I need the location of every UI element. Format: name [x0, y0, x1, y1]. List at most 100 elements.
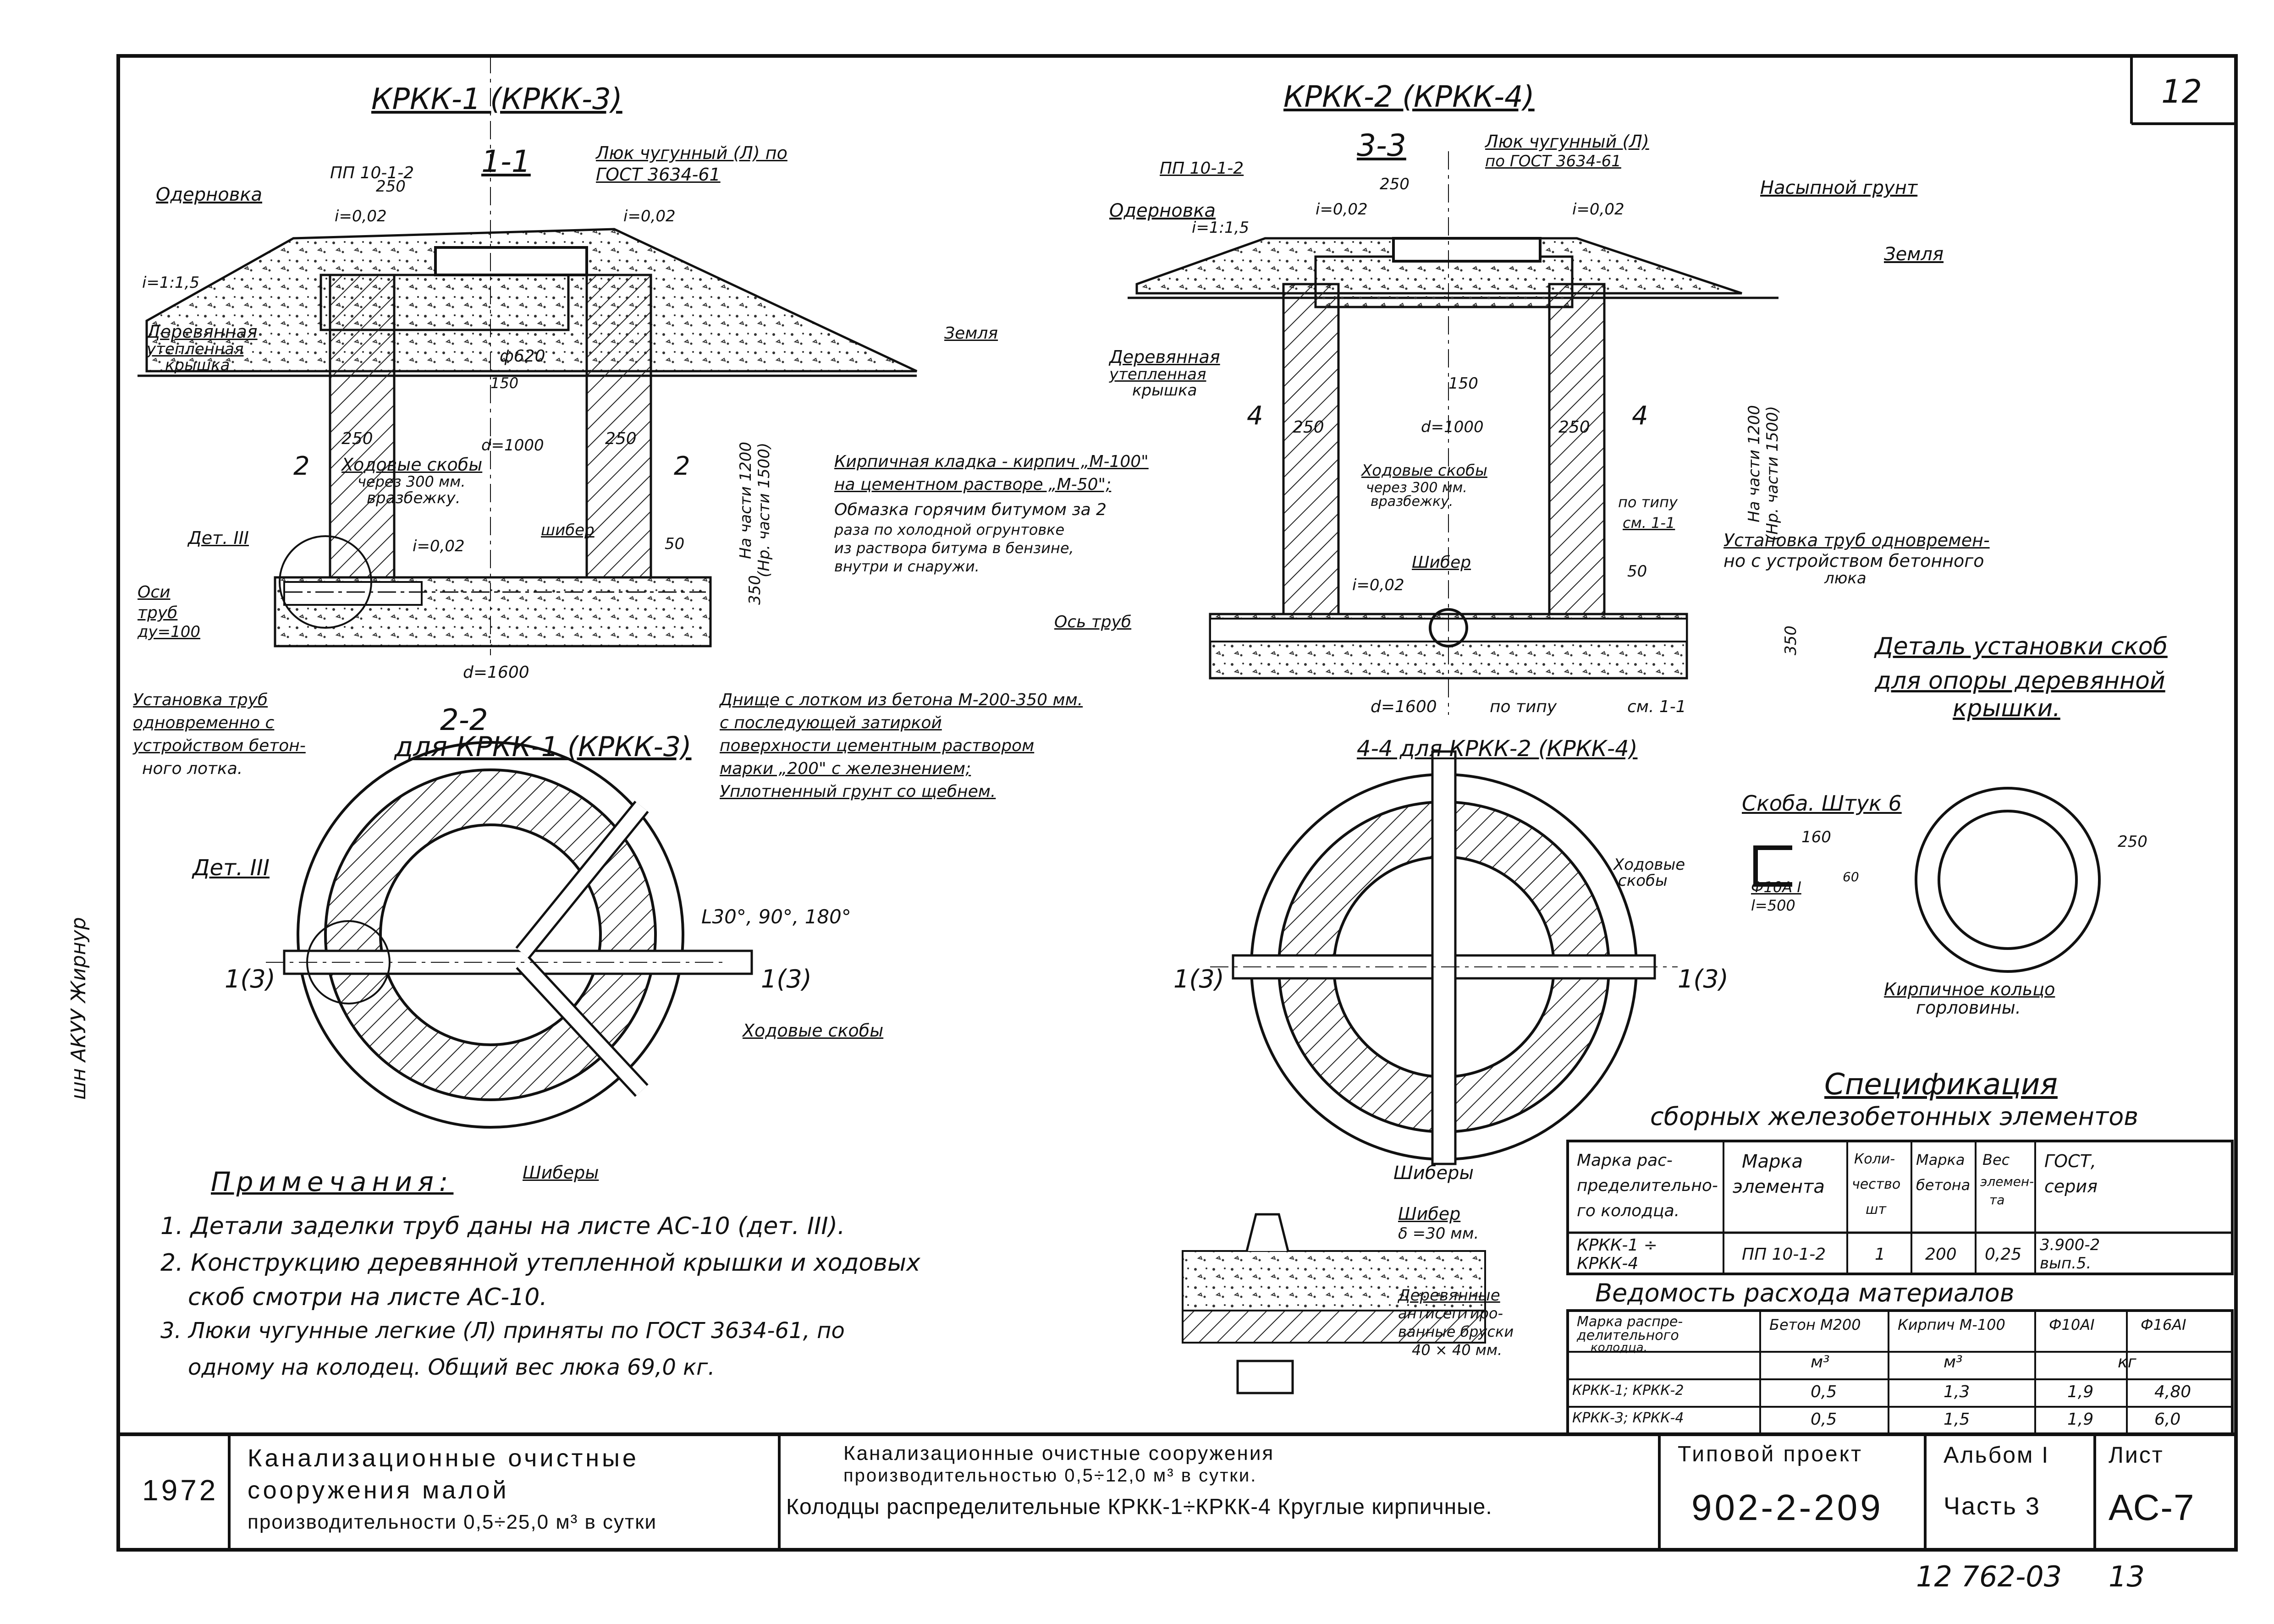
brus-3: ванные бруски: [1398, 1323, 1514, 1340]
dim-350-right: 350: [1782, 625, 1800, 655]
detail-title-2: для опоры деревянной: [1875, 667, 2165, 695]
tb-sheet-3: Колодцы распределительные КРКК-1÷КРКК-4 …: [786, 1495, 1492, 1519]
tb-list-label: Лист: [2109, 1442, 2164, 1468]
tb-project-2: сооружения малой: [248, 1476, 509, 1504]
dn-2: с последующей затиркой: [720, 713, 942, 732]
spec-h0-0: Марка рас-: [1577, 1151, 1673, 1170]
ring-1: Кирпичное кольцо: [1884, 979, 2055, 999]
dim-250-right-wall: 250: [605, 429, 637, 448]
dim-50-left: 50: [665, 535, 685, 553]
spec-r3: 1: [1875, 1245, 1885, 1264]
luk-left-1: Люк чугунный (Л) по: [596, 143, 787, 163]
po-tipu-2: по типу: [1490, 697, 1557, 716]
tb-album-part: Часть 3: [1944, 1492, 2041, 1520]
spec-h2-2: шт: [1866, 1202, 1886, 1218]
kryshka-2: утепленная: [147, 340, 244, 358]
det3-left: Дет. III: [188, 528, 249, 548]
sec-4-right: 4: [1632, 401, 1648, 431]
mat-r1-1: 0,5: [1811, 1410, 1837, 1429]
angle-label: L30°, 90°, 180°: [701, 905, 851, 928]
sec-2-left: 2: [293, 451, 310, 481]
ring-detail: [1753, 787, 2101, 973]
sm11-2: см. 1-1: [1627, 697, 1686, 716]
luk-right-1: Люк чугунный (Л): [1485, 132, 1649, 152]
spec-h0-1: пределительно-: [1577, 1176, 1718, 1195]
kryshka-r3: крышка: [1132, 381, 1197, 400]
dim-250-right: 250: [1380, 175, 1410, 193]
d620: ф620: [500, 347, 545, 366]
mat-r0-0: КРКК-1; КРКК-2: [1572, 1383, 1684, 1399]
shiber-det-2: δ =30 мм.: [1398, 1224, 1479, 1243]
tb-project-3: производительности 0,5÷25,0 м³ в сутки: [248, 1511, 657, 1533]
dim-1200-right: На части 1200: [1745, 405, 1763, 522]
mat-r0-2: 1,3: [1944, 1383, 1970, 1401]
left-view-title: КРКК-1 (КРКК-3): [371, 82, 622, 116]
sec-1-3-r-left: 1(3): [1173, 965, 1224, 993]
detail-title-3: крышки.: [1953, 695, 2060, 722]
khod-r3: вразбежку.: [1371, 494, 1454, 510]
kirp-1: Кирпичная кладка - кирпич „М-100": [834, 452, 1149, 471]
spec-r2: ПП 10-1-2: [1742, 1245, 1826, 1264]
note-5: одному на колодец. Общий вес люка 69,0 к…: [188, 1355, 715, 1380]
khodovye-plan: Ходовые скобы: [743, 1020, 884, 1041]
spec-r1: КРКК-4: [1577, 1254, 1639, 1273]
detail-title-1: Деталь установки скоб: [1875, 633, 2168, 660]
shibery-left: Шиберы: [523, 1163, 599, 1183]
ring-2: горловины.: [1916, 998, 2021, 1018]
spec-r5: 0,25: [1985, 1245, 2022, 1264]
spec-h5-1: серия: [2044, 1176, 2098, 1196]
section-3-3: [1128, 151, 1778, 715]
skoba-l: l=500: [1751, 897, 1795, 914]
khodovye-plan-r1: Ходовые: [1613, 856, 1685, 874]
section-4-4-title: 4-4 для КРКК-2 (КРКК-4): [1357, 736, 1638, 762]
materials-title: Ведомость расхода материалов: [1595, 1278, 2015, 1307]
dim-1200-left: На части 1200: [737, 441, 755, 559]
osi-2: труб: [138, 604, 178, 622]
mat-r0-3: 1,9: [2067, 1383, 2094, 1401]
nasypnoy: Насыпной грунт: [1760, 177, 1918, 198]
slope-002-left-b: i=0,02: [623, 207, 676, 225]
slope-right: i=1:1,5: [1192, 219, 1250, 237]
ust-3: устройством бетон-: [133, 736, 306, 755]
section-1-1: [138, 55, 918, 655]
slope-002-bottom: i=0,02: [413, 537, 465, 555]
shiber-left: шибер: [541, 521, 595, 539]
kirp-2: на цементном растворе „М-50";: [834, 475, 1112, 494]
kryshka-3: крышка: [165, 356, 230, 374]
spec-h4-1: элемен-: [1980, 1174, 2034, 1189]
khod-3: вразбежку.: [367, 489, 461, 507]
mat-r1-2: 1,5: [1944, 1410, 1970, 1429]
mat-r0-4: 4,80: [2154, 1383, 2191, 1401]
os-trub: Ось труб: [1054, 613, 1132, 631]
pp-right: ПП 10-1-2: [1160, 159, 1244, 178]
khod-1: Ходовые скобы: [341, 455, 483, 475]
spec-subtitle: сборных железобетонных элементов: [1650, 1102, 2139, 1131]
tb-year: 1972: [142, 1474, 219, 1507]
dim-150-left: 150: [490, 374, 519, 392]
d1600-right: d=1600: [1371, 697, 1437, 716]
section-3-3-title: 3-3: [1357, 128, 1406, 163]
brus-4: 40 × 40 мм.: [1412, 1341, 1503, 1359]
title-block-grid: [118, 1432, 2236, 1550]
sec-4-left: 4: [1247, 401, 1263, 431]
dim-50-right: 50: [1627, 562, 1647, 581]
kirp-4: раза по холодной огрунтовке: [834, 521, 1065, 538]
sec-2-right: 2: [674, 451, 690, 481]
footer-page: 13: [2109, 1560, 2145, 1593]
d1600-left: d=1600: [463, 663, 529, 682]
po-tipu-1: по типу: [1618, 494, 1678, 511]
khod-2: через 300 мм.: [358, 473, 466, 490]
slope-left: i=1:1,5: [142, 274, 200, 292]
d1000-left: d=1000: [481, 436, 544, 455]
spec-h3-0: Марка: [1916, 1151, 1965, 1169]
note-1: 1. Детали заделки труб даны на листе АС-…: [160, 1213, 845, 1240]
pp-left: ПП 10-1-2: [330, 164, 414, 182]
right-view-title: КРКК-2 (КРКК-4): [1283, 80, 1535, 114]
zemlya-left: Земля: [944, 324, 998, 343]
spec-h2-1: чество: [1852, 1176, 1901, 1192]
tb-type-label: Типовой проект: [1678, 1442, 1863, 1466]
spec-h1-0: Марка: [1742, 1151, 1803, 1172]
section-2-2-title: 2-2: [440, 703, 488, 737]
khodovye-plan-r2: скобы: [1618, 872, 1668, 890]
